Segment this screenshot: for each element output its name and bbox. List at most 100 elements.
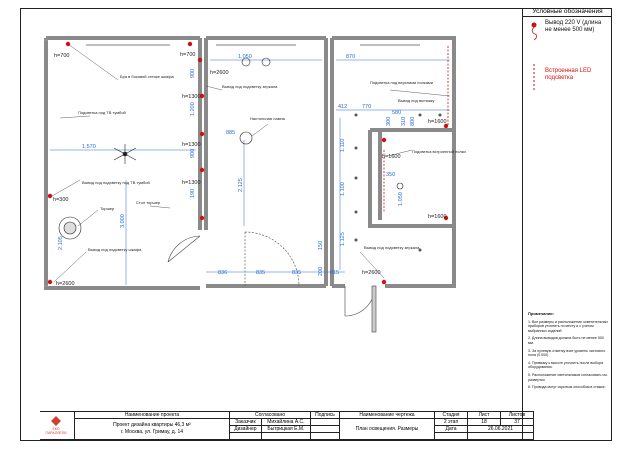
walls [44,36,456,290]
dim-1050b: 1.050 [398,192,404,206]
note-item: 3. За нулевую отметку взят уровень чисто… [528,348,606,358]
label-bath-mirror: Подсветка встроенной полки [412,149,466,154]
title-block: Наименование проекта Согласовано Подпись… [40,411,534,440]
dim-770: 770 [362,104,371,110]
dim-1200: 1.200 [190,102,196,116]
outlet-icon [443,123,449,129]
height-mark: h=300 [53,197,68,203]
agreed-header: Согласовано [229,411,311,419]
label-outlet-hood: Вывод под вытяжку [398,98,434,103]
outlet-icon [47,193,53,199]
designer-label: Дизайнер [229,425,262,433]
label-outlet-tv: Вывод под подсветку под ТВ тумбой [82,180,150,185]
height-mark: h=700 [54,53,69,59]
ceiling-spots [354,113,442,252]
height-mark: h=1600 [428,119,447,125]
spot-icon [241,57,251,67]
door-entrance [344,285,376,317]
designer-name: Бытрицкая Е.М. [260,425,312,433]
floor-lamp-symbol [58,216,82,240]
sheet-label: Лист [467,411,501,419]
drawing-name: План освещения. Размеры [339,418,435,440]
signature-header: Подпись [310,411,340,419]
dim-310: 310 [401,117,407,126]
dim-900b: 900 [190,149,196,158]
height-mark: h=1600 [428,214,447,220]
legend-led-label: Встроенная LED подсветка [545,68,592,81]
note-item: 1. Все размеры и расположение осветитель… [528,319,609,333]
label-kitchen-backlight: Подсветка под верхними полками [370,80,433,85]
pendant-icon [239,131,253,145]
dim-815: 815 [330,270,339,276]
dim-900a: 900 [190,69,196,78]
outlet-icon [187,41,193,47]
entrance-panel [371,285,377,333]
dimension-labels: 1.570 1.050 870 412 770 580 885 836 835 … [58,54,416,276]
dim-1100: 1.100 [340,182,346,196]
outlet-legend-icon [531,22,538,41]
outlet-icon [443,215,449,221]
height-mark: h=2600 [362,270,381,276]
dim-3000: 3.000 [120,214,126,228]
date-value: 26.06.2021 [467,425,534,433]
note-item: 2. Длина выводов должна быть не менее 50… [528,336,604,345]
leader-lines [51,43,451,283]
outlets [47,41,449,285]
height-mark: h=2600 [56,281,75,287]
sheet-value: 18 [467,418,501,426]
dim-800: 800 [410,117,416,126]
dim-300: 300 [386,117,392,126]
note-item: 5. Расположение светильников согласовать… [528,372,608,382]
dim-1110: 1.110 [340,139,346,152]
stage-label: Стадия [434,411,468,419]
dim-150: 150 [318,241,324,250]
led-strips [383,46,449,212]
height-mark: h=1600 [382,154,401,160]
project-name-header: Наименование проекта [74,411,230,419]
dim-200: 200 [318,267,324,276]
project-name-line2: г. Москва, ул. Гримау, д. 14 [120,429,184,435]
label-floor-lamp: Торшер [100,206,115,211]
height-mark: h=2600 [210,70,229,76]
sheets-label: Листов [500,411,534,419]
dim-870: 870 [346,54,355,60]
outlet-icon [381,137,387,143]
wall-outer-top-3 [332,36,456,288]
drawing-name-header: Наименование чертежа [339,411,435,419]
dim-836: 836 [218,270,227,276]
notes-block: Примечания: 1. Все размеры и расположени… [528,311,609,393]
outlet-icon [199,215,205,221]
date-label: Дата [434,425,468,433]
fixture-labels: Бра в боковой стенке шкафа Подсветка под… [78,74,466,252]
label-outlet-mirror: Вывод под подсветку зеркала [222,84,278,89]
sheet-frame [20,8,612,441]
legend-panel: Условные обозначения Вывод 220 V (длина … [522,8,612,441]
legend-title: Условные обозначения [523,8,612,17]
height-mark: h=1300 [182,94,201,100]
outlet-icon [47,279,53,285]
height-mark: h=700 [180,52,195,58]
wall-outer-left [44,38,200,290]
spot-icon [261,57,271,67]
sheets-value: 37 [500,418,534,426]
outlet-icon [199,131,205,137]
project-name-line1: Проект дизайна квартиры 46,3 м² [113,422,191,428]
bath-sink-icon [396,182,404,190]
height-mark: h=1300 [182,142,201,148]
dim-2125: 2.125 [238,178,244,192]
fixtures [58,57,404,240]
label-wall-lamp: Настольная лампа [250,116,286,121]
label-table-lamp: Стол торшер [136,200,161,205]
label-outlet-hall: Вывод под подсветку зеркала [364,245,420,250]
dim-1570: 1.570 [82,144,96,150]
label-cabinet-lighting: Бра в боковой стенке шкафа [120,74,175,79]
notes-heading: Примечания: [528,311,554,316]
dimension-lines [50,59,450,285]
project-name: Проект дизайна квартиры 46,3 м² г. Москв… [74,418,230,440]
stage-value: 2 этап [434,418,468,426]
height-mark: h=1300 [182,180,201,186]
outlet-icon [381,279,387,285]
door-kitchen [244,231,300,287]
